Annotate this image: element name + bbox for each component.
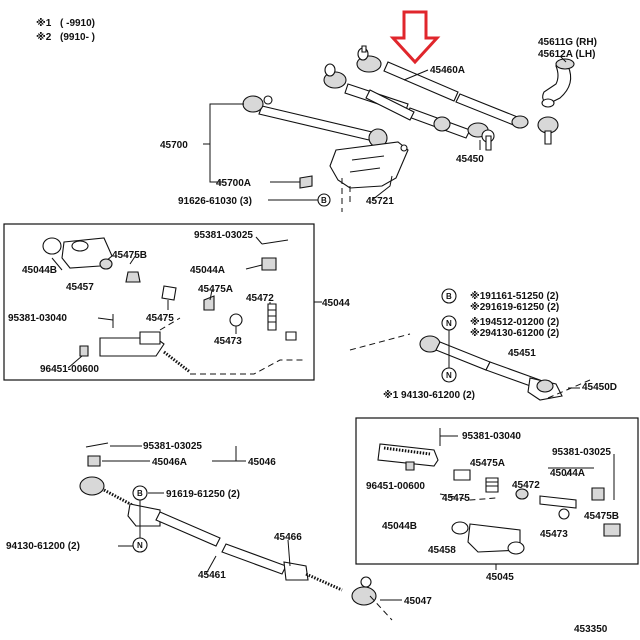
grease-fitting-96451: [79, 345, 89, 357]
label-45611g: 45611G (RH): [538, 37, 597, 48]
label-45450: 45450: [456, 154, 484, 165]
tie-rod-45451-assembly: B N N: [349, 288, 591, 401]
label-96451-b: 96451-00600: [366, 481, 425, 492]
nut-icon: [299, 175, 313, 189]
label-45475b-a: 45475B: [112, 250, 147, 261]
note2-mark: ※2: [36, 31, 52, 43]
label-95381-03025-b: 95381-03025: [143, 441, 202, 452]
label-191161: ※191161-51250 (2): [470, 290, 559, 302]
pitman-arm-45611g: [537, 58, 575, 145]
label-45458: 45458: [428, 545, 456, 556]
symbol-n-bottom: N: [132, 537, 148, 553]
label-45460a: 45460A: [430, 65, 465, 76]
box-45045: [355, 417, 639, 570]
dust-cover-45044b-b: [451, 521, 469, 535]
label-45466: 45466: [274, 532, 302, 543]
label-45700: 45700: [160, 140, 188, 151]
label-45700a: 45700A: [216, 178, 251, 189]
note1-mark: ※1: [36, 17, 52, 29]
clip-45475b-b: [603, 523, 621, 537]
label-45044a-b: 45044A: [550, 468, 585, 479]
label-45475a-a: 45475A: [198, 284, 233, 295]
label-95381-03040-a: 95381-03040: [8, 313, 67, 324]
label-45451: 45451: [508, 348, 536, 359]
label-45472-a: 45472: [246, 293, 274, 304]
label-45475a-b: 45475A: [470, 458, 505, 469]
svg-text:N: N: [446, 319, 452, 328]
nut-45044a: [261, 257, 277, 271]
svg-text:B: B: [321, 196, 327, 205]
label-45044: 45044: [322, 298, 350, 309]
seat-45475a-b: [515, 488, 529, 500]
dust-cover-45044b: [42, 237, 62, 255]
svg-text:B: B: [137, 489, 143, 498]
label-45461: 45461: [198, 570, 226, 581]
label-194512: ※194512-01200 (2): [470, 316, 559, 328]
label-45044a-a: 45044A: [190, 265, 225, 276]
spring-45472: [267, 303, 277, 331]
highlight-arrow-icon: [389, 10, 441, 65]
nut-45044a-b: [591, 487, 605, 501]
seat-45475a: [203, 295, 215, 311]
idler-bracket-45721: [329, 141, 409, 212]
spring-45472-b: [485, 477, 499, 493]
note2-range: (9910- ): [60, 32, 95, 43]
label-95381-03025-c: 95381-03025: [552, 447, 611, 458]
label-45475-b: 45475: [442, 493, 470, 504]
socket-45458: [467, 523, 521, 553]
svg-text:N: N: [137, 541, 143, 550]
symbol-n-mid: N: [441, 315, 457, 331]
link-rod-lower: [365, 89, 451, 132]
range-notes: ※1 ( -9910) ※2 (9910- ): [36, 17, 95, 43]
label-45450d: 45450D: [582, 382, 617, 393]
relay-rod-45460a: [356, 45, 529, 129]
label-45473-a: 45473: [214, 336, 242, 347]
symbol-b-top: B: [317, 193, 331, 207]
label-95381-03040-b: 95381-03040: [462, 431, 521, 442]
label-45612a: 45612A (LH): [538, 49, 595, 60]
symbol-n-mid2: N: [441, 367, 457, 383]
box-45044: [3, 223, 322, 381]
label-45475-a: 45475: [146, 313, 174, 324]
label-45473-b: 45473: [540, 529, 568, 540]
svg-text:N: N: [446, 371, 452, 380]
diagram-reference-number: 453350: [574, 624, 608, 635]
label-45044b-b: 45044B: [382, 521, 417, 532]
symbol-b-bottom: B: [132, 485, 148, 501]
label-45044b-a: 45044B: [22, 265, 57, 276]
top-linkage-assembly: B: [203, 45, 575, 212]
label-45472-b: 45472: [512, 480, 540, 491]
label-45046: 45046: [248, 457, 276, 468]
label-291619: ※291619-61250 (2): [470, 301, 559, 313]
label-96451-a: 96451-00600: [40, 364, 99, 375]
clip-45475b: [125, 271, 141, 283]
grease-fitting-96451-b: [405, 461, 415, 471]
label-45045: 45045: [486, 572, 514, 583]
note1-range: ( -9910): [60, 18, 95, 29]
symbol-b-mid: B: [441, 288, 457, 304]
label-91619: 91619-61250 (2): [166, 489, 240, 500]
label-45457: 45457: [66, 282, 94, 293]
label-45475b-b: 45475B: [584, 511, 619, 522]
seat-45475: [161, 285, 177, 301]
plug-45473: [229, 313, 243, 327]
label-94130-b: 94130-61200 (2): [6, 541, 80, 552]
plug-45473-b: [539, 495, 577, 509]
label-91626: 91626-61030 (3): [178, 196, 252, 207]
seat-45475-b: [453, 469, 471, 481]
tie-rod-45461-assembly: B N: [79, 442, 402, 621]
svg-text:B: B: [446, 292, 452, 301]
label-95381-03025-a: 95381-03025: [194, 230, 253, 241]
label-45047: 45047: [404, 596, 432, 607]
label-45721: 45721: [366, 196, 394, 207]
idler-arm-45700: [242, 95, 388, 148]
label-94130-a: ※1 94130-61200 (2): [383, 389, 475, 401]
label-294130: ※294130-61200 (2): [470, 327, 559, 339]
label-45046a: 45046A: [152, 457, 187, 468]
nut-45046a: [87, 455, 101, 467]
